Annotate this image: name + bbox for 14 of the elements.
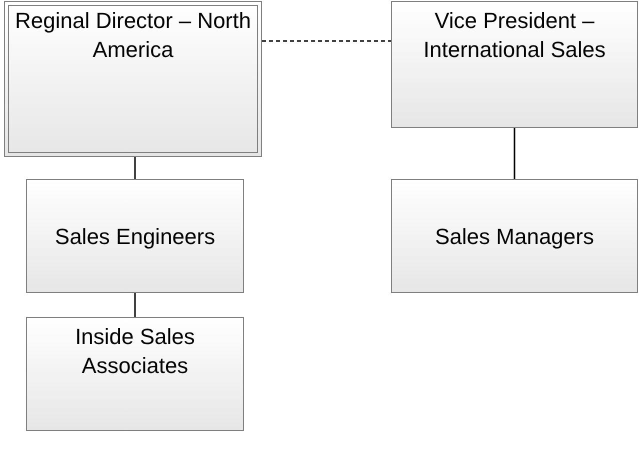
connector-line — [514, 128, 516, 179]
box-label: Sales Managers — [434, 222, 595, 250]
org-box — [391, 179, 638, 293]
box-label: Vice President – International Sales — [422, 7, 607, 64]
connector-line — [134, 293, 136, 317]
box-label: Sales Engineers — [54, 222, 216, 250]
box-label: Inside Sales Associates — [74, 323, 196, 380]
connector-line — [134, 157, 136, 179]
org-box — [26, 317, 244, 431]
connector-line — [262, 40, 391, 42]
org-box — [4, 1, 262, 157]
org-box — [26, 179, 244, 293]
org-box — [391, 1, 638, 128]
box-label: Reginal Director – North America — [14, 7, 252, 64]
